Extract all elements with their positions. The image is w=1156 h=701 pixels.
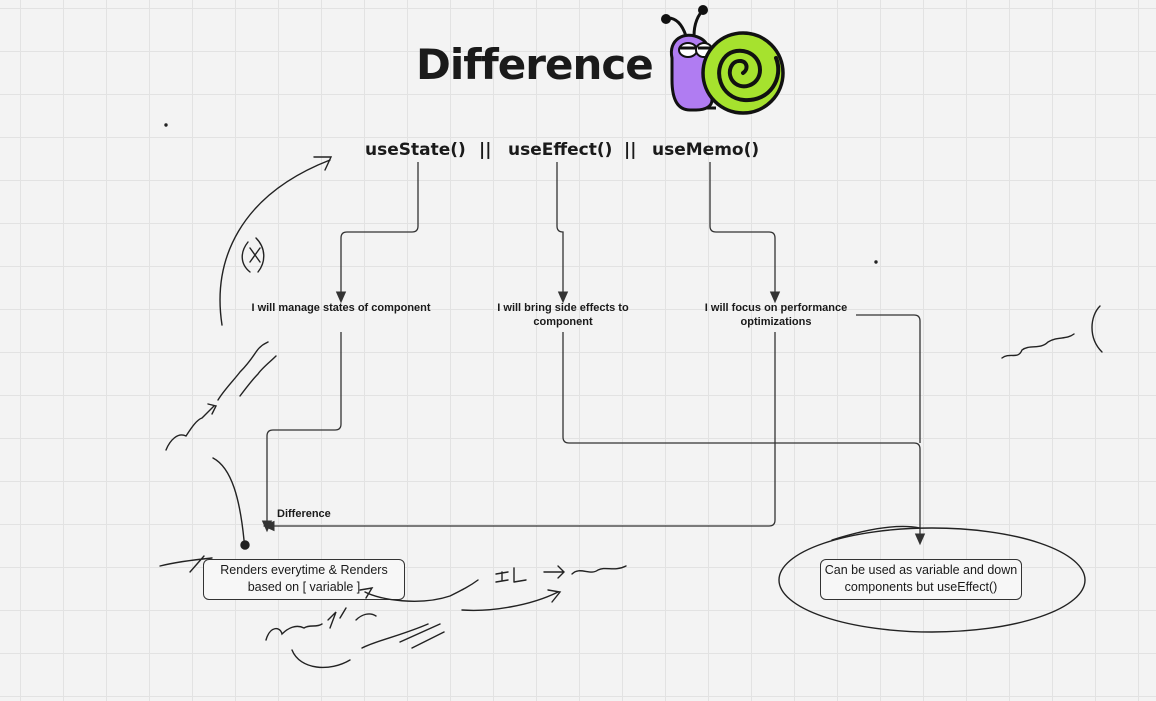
hook-usestate: useState() [365, 140, 466, 160]
hook-usememo: useMemo() [652, 140, 760, 160]
separator: || [479, 140, 492, 160]
renders-box: Renders everytime & Renders based on [ v… [203, 559, 405, 600]
separator: || [624, 140, 637, 160]
difference-label: Difference [277, 508, 331, 520]
memo-usage-box: Can be used as variable and down compone… [820, 559, 1022, 600]
note-usestate: I will manage states of component [251, 302, 431, 314]
page-title: Difference [416, 40, 654, 89]
hook-useeffect: useEffect() [508, 140, 613, 160]
note-usememo: I will focus on performance optimization… [704, 302, 848, 328]
note-useeffect: I will bring side effects to component [497, 302, 629, 328]
